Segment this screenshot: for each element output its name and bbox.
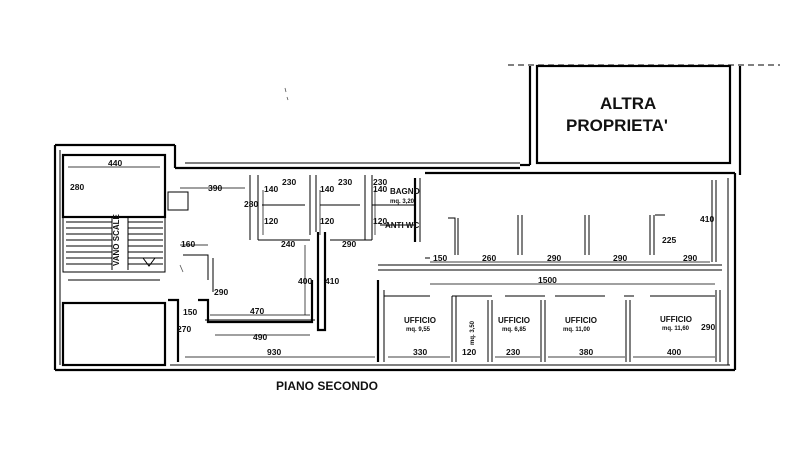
dim-label: 230 xyxy=(338,177,352,187)
dim-label: 230 xyxy=(506,347,520,357)
office2-label: UFFICIO xyxy=(498,316,530,325)
dim-label: 150 xyxy=(433,253,447,263)
dim-label: 290 xyxy=(613,253,627,263)
dim-label: 150 xyxy=(183,307,197,317)
dim-label: 120 xyxy=(264,216,278,226)
dim-label: 140 xyxy=(264,184,278,194)
stair-label: VANO SCALE xyxy=(112,213,121,266)
stair-block xyxy=(61,153,189,367)
dimension-lines xyxy=(68,166,715,358)
dim-label: 140 xyxy=(373,184,387,194)
dim-label: 160 xyxy=(181,239,195,249)
office4-area: mq. 11,60 xyxy=(662,326,690,332)
other-property-block xyxy=(508,64,780,175)
bagno-area: mq. 3,20 xyxy=(390,199,415,205)
room-labels: ALTRA PROPRIETA' PIANO SECONDO VANO SCAL… xyxy=(112,94,692,393)
dim-label: 440 xyxy=(108,158,122,168)
dim-label: 330 xyxy=(413,347,427,357)
office1-area: mq. 9,55 xyxy=(406,327,431,333)
dim-label: 230 xyxy=(373,177,387,187)
dim-label: 225 xyxy=(662,235,676,245)
dim-label: 120 xyxy=(462,347,476,357)
interior-walls-left xyxy=(168,175,421,362)
dim-label: 490 xyxy=(253,332,267,342)
office2-area: mq. 6,85 xyxy=(502,327,527,333)
dim-label: 290 xyxy=(342,239,356,249)
dim-label: 140 xyxy=(320,184,334,194)
antiwc-label: ANTI WC xyxy=(385,221,419,230)
office3-label: UFFICIO xyxy=(565,316,597,325)
dim-label: 290 xyxy=(547,253,561,263)
dim-label: 930 xyxy=(267,347,281,357)
office1-label: UFFICIO xyxy=(404,316,436,325)
dim-label: 270 xyxy=(177,324,191,334)
dim-label: 120 xyxy=(373,216,387,226)
upper-partitions xyxy=(378,180,722,271)
dim-label: 280 xyxy=(70,182,84,192)
dim-label: 290 xyxy=(701,322,715,332)
dim-label: 470 xyxy=(250,306,264,316)
dim-label: 410 xyxy=(700,214,714,224)
floor-title: PIANO SECONDO xyxy=(276,379,378,393)
dim-label: 380 xyxy=(579,347,593,357)
dim-label: 230 xyxy=(282,177,296,187)
office4-label: UFFICIO xyxy=(660,315,692,324)
dim-label: 260 xyxy=(482,253,496,263)
dim-label: 240 xyxy=(281,239,295,249)
dim-label: 290 xyxy=(214,287,228,297)
altra-label-line2: PROPRIETA' xyxy=(566,116,668,135)
dim-label: 120 xyxy=(320,216,334,226)
altra-label-line1: ALTRA xyxy=(600,94,656,113)
dim-label: 400 xyxy=(667,347,681,357)
dim-label: 410 xyxy=(325,276,339,286)
stray-marks xyxy=(179,87,289,273)
dim-label: 280 xyxy=(244,199,258,209)
dimension-labels: 440 280 390 140 230 140 230 140 230 280 … xyxy=(70,158,715,357)
lower-offices xyxy=(376,280,721,362)
outer-walls xyxy=(53,143,737,372)
dim-label: 290 xyxy=(683,253,697,263)
dim-label: 400 xyxy=(298,276,312,286)
bagno-label: BAGNO xyxy=(390,187,420,196)
dim-label: 390 xyxy=(208,183,222,193)
dim-label: 1500 xyxy=(538,275,557,285)
storage-area: mq. 3,50 xyxy=(470,320,476,345)
office3-area: mq. 11,00 xyxy=(563,327,591,333)
